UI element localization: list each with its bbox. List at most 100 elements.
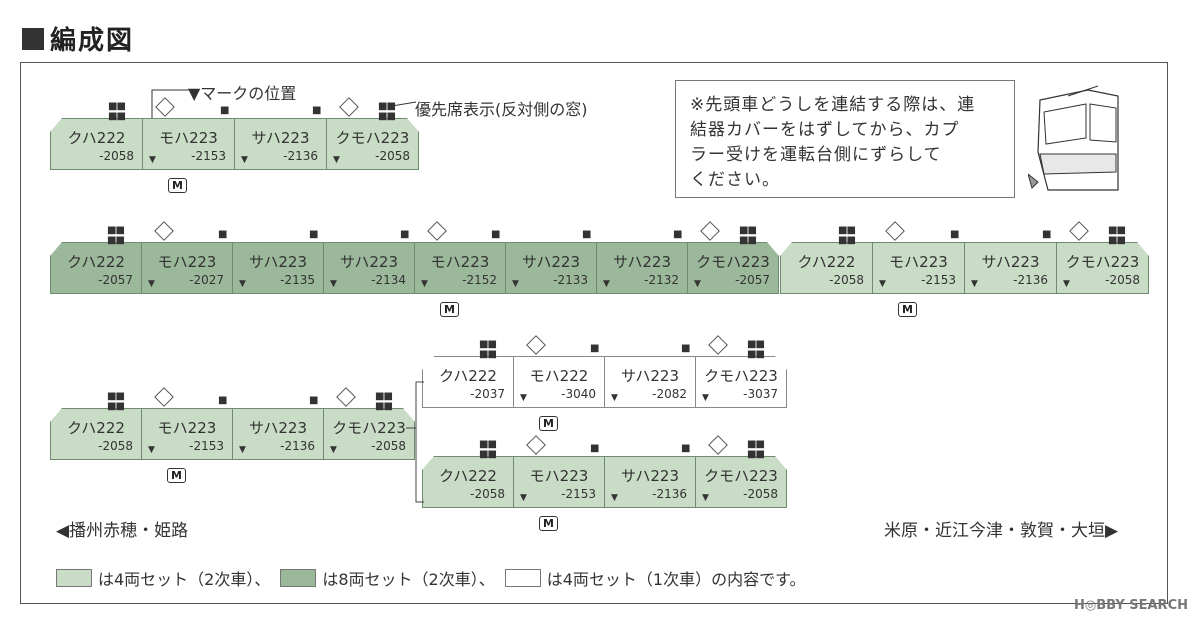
car: クモハ223-2057▼ (687, 242, 779, 294)
car-number: -2135 (280, 273, 315, 287)
car: モハ223-2153▼ (513, 456, 605, 508)
mark-position-icon: ▼ (330, 279, 337, 289)
car-number: -2057 (735, 273, 770, 287)
car-number: -2153 (561, 487, 596, 501)
legend-text-light: は4両セット（2次車）、 (98, 570, 271, 589)
mark-position-icon: ▼ (702, 393, 709, 403)
priority-seat-mark-icon: ■ (1042, 229, 1052, 240)
car-name: サハ223 (248, 253, 308, 271)
mark-position-icon: ▼ (149, 155, 156, 165)
car: クハ222 -2058 (422, 456, 514, 508)
car-number: -2058 (99, 149, 134, 163)
car: クハ222-2058 (50, 118, 143, 170)
car-number: -2037 (470, 387, 505, 401)
direction-right: 米原・近江今津・敦賀・大垣▶ (884, 521, 1119, 541)
priority-seat-mark-icon: ■■ ■■ (1108, 225, 1126, 246)
mark-position-icon: ▼ (611, 493, 618, 503)
priority-seat-mark-icon: ■ (681, 343, 691, 354)
car-number: -2058 (375, 149, 410, 163)
priority-seat-mark-icon: ■ (582, 229, 592, 240)
motor-car-badge: M (168, 178, 187, 193)
priority-seat-mark-icon: ■ (590, 343, 600, 354)
legend-swatch-white (504, 569, 541, 587)
mark-position-icon: ▼ (241, 155, 248, 165)
mark-position-icon: ▼ (1063, 279, 1070, 289)
mark-position-icon: ▼ (330, 445, 337, 455)
priority-seat-label: 優先席表示(反対側の窓) (415, 100, 588, 119)
mark-position-icon: ▼ (694, 279, 701, 289)
car-name: サハ223 (251, 129, 310, 147)
priority-seat-mark-icon: ■ (312, 105, 322, 116)
car-name: モハ223 (157, 253, 217, 271)
car-number: -2058 (98, 439, 133, 453)
car: モハ222-3040▼ (513, 356, 605, 408)
car-number: -2132 (644, 273, 679, 287)
mark-position-icon: ▼ (520, 493, 527, 503)
car: クモハ223-2058▼ (323, 408, 415, 460)
priority-seat-mark-icon: ■ (950, 229, 960, 240)
priority-seat-mark-icon: ■ (590, 443, 600, 454)
priority-seat-mark-icon: ■■ ■■ (107, 225, 125, 246)
car: モハ223-2152▼ (414, 242, 506, 294)
page-title: 編成図 (22, 20, 134, 57)
car-name: クモハ223 (332, 419, 406, 437)
car: サハ223-2134▼ (323, 242, 415, 294)
car: サハ223-2136▼ (234, 118, 327, 170)
car-name: クハ222 (439, 467, 497, 485)
legend-text-dark: は8両セット（2次車）、 (322, 570, 495, 589)
priority-seat-mark-icon: ■■ ■■ (378, 101, 396, 122)
priority-seat-mark-icon: ■■ ■■ (739, 225, 757, 246)
car-number: -2136 (1013, 273, 1048, 287)
car-name: クハ222 (797, 253, 856, 271)
car: モハ223-2153▼ (872, 242, 965, 294)
legend: は4両セット（2次車）、 は8両セット（2次車）、 は4両セット（1次車）の内容… (56, 566, 816, 590)
car: サハ223-2136▼ (232, 408, 324, 460)
priority-seat-mark-icon: ■■ ■■ (479, 339, 497, 360)
car-number: -2153 (921, 273, 956, 287)
priority-seat-mark-icon: ■■ ■■ (747, 439, 765, 460)
priority-seat-mark-icon: ■■ ■■ (838, 225, 856, 246)
car: クハ222-2037 (422, 356, 514, 408)
car: クモハ223-2058▼ (695, 456, 787, 508)
car-name: クモハ223 (704, 467, 778, 485)
mark-position-icon: ▼ (148, 445, 155, 455)
priority-seat-mark-icon: ■ (218, 229, 228, 240)
priority-seat-mark-icon: ■ (309, 229, 319, 240)
mark-position-icon: ▼ (239, 279, 246, 289)
car-name: サハ223 (620, 367, 680, 385)
car-number: -2058 (829, 273, 864, 287)
car: サハ223 -2135 ▼ (232, 242, 324, 294)
mark-position-label: ▼マークの位置 (188, 84, 297, 103)
mark-position-icon: ▼ (611, 393, 618, 403)
motor-car-badge: M (898, 302, 917, 317)
priority-seat-mark-icon: ■ (491, 229, 501, 240)
car-number: -2153 (191, 149, 226, 163)
cab-illustration-icon (1028, 85, 1119, 191)
car: モハ223-2027▼ (141, 242, 233, 294)
car-number: -2152 (462, 273, 497, 287)
car-name: クハ222 (67, 253, 125, 271)
car-number: -2058 (470, 487, 505, 501)
car-name: サハ223 (612, 253, 672, 271)
car: クモハ223-2058▼ (1056, 242, 1149, 294)
mark-position-icon: ▼ (512, 279, 519, 289)
priority-seat-mark-icon: ■ (681, 443, 691, 454)
car-name: クハ222 (67, 419, 125, 437)
car-number: -3037 (743, 387, 778, 401)
car-name: モハ223 (430, 253, 490, 271)
car: モハ223-2153▼ (142, 118, 235, 170)
car-name: モハ223 (157, 419, 217, 437)
car: サハ223-2136▼ (964, 242, 1057, 294)
car: サハ223-2133▼ (505, 242, 597, 294)
motor-car-badge: M (539, 516, 558, 531)
car-number: -2134 (371, 273, 406, 287)
car: モハ223-2153▼ (141, 408, 233, 460)
legend-swatch-light (56, 569, 92, 587)
car-number: -2136 (280, 439, 315, 453)
legend-swatch-dark (280, 569, 317, 587)
priority-seat-mark-icon: ■ (400, 229, 410, 240)
car-number: -2058 (743, 487, 778, 501)
car-name: モハ223 (889, 253, 948, 271)
car-number: -2133 (553, 273, 588, 287)
car-number: -2058 (1105, 273, 1140, 287)
